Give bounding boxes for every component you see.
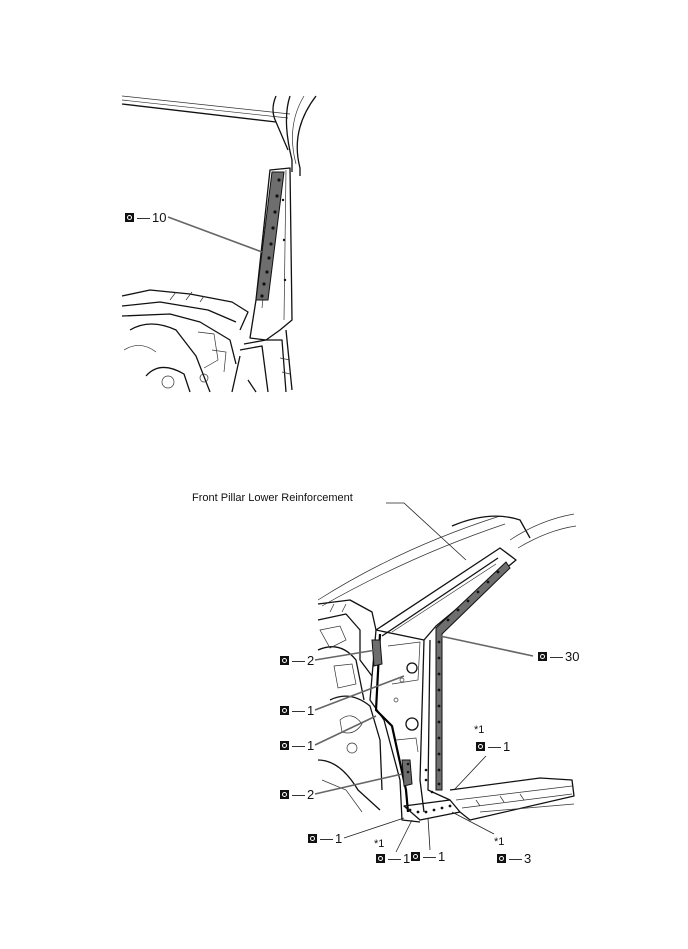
callout-weld-1d: — 1 (308, 832, 342, 845)
callout-note: *1 (374, 838, 385, 850)
callout-weld-10: — 10 (125, 211, 166, 224)
spot-weld-icon (376, 854, 385, 863)
spot-weld-icon (125, 213, 134, 222)
callout-count: 10 (152, 210, 167, 225)
callout-weld-1a: — 1 (280, 704, 314, 717)
callout-weld-1b: — 1 (280, 739, 314, 752)
callout-count: 1 (403, 851, 411, 866)
spot-weld-icon (538, 652, 547, 661)
bottom-view-drawing (314, 502, 577, 853)
spot-weld-icon (308, 834, 317, 843)
spot-weld-icon (280, 790, 289, 799)
callout-count: 1 (307, 703, 315, 718)
callout-count: 1 (307, 738, 315, 753)
spot-weld-icon (280, 741, 289, 750)
callout-weld-1c: — 1 (476, 740, 510, 753)
spot-weld-icon (497, 854, 506, 863)
top-view-drawing (121, 95, 317, 393)
callout-weld-2b: — 2 (280, 788, 314, 801)
part-name-label: Front Pillar Lower Reinforcement (192, 492, 353, 504)
seam-dots (437, 570, 500, 786)
callout-weld-1f: — 1 (411, 850, 445, 863)
callout-count: 1 (438, 849, 446, 864)
callout-count: 30 (565, 649, 580, 664)
callout-count: 1 (503, 739, 511, 754)
callout-weld-3: — 3 (497, 852, 531, 865)
callout-dash: — (137, 210, 150, 225)
lower-seam-dots (408, 804, 452, 814)
callout-count: 1 (335, 831, 343, 846)
callout-note: *1 (474, 724, 485, 736)
callout-weld-2a: — 2 (280, 654, 314, 667)
callout-note: *1 (494, 836, 505, 848)
callout-weld-1e: — 1 (376, 852, 410, 865)
spot-weld-icon (280, 656, 289, 665)
spot-weld-icon (411, 852, 420, 861)
spot-weld-icon (476, 742, 485, 751)
callout-count: 2 (307, 653, 315, 668)
callout-weld-30: — 30 (538, 650, 579, 663)
callout-count: 2 (307, 787, 315, 802)
callout-count: 3 (524, 851, 532, 866)
spot-weld-icon (280, 706, 289, 715)
